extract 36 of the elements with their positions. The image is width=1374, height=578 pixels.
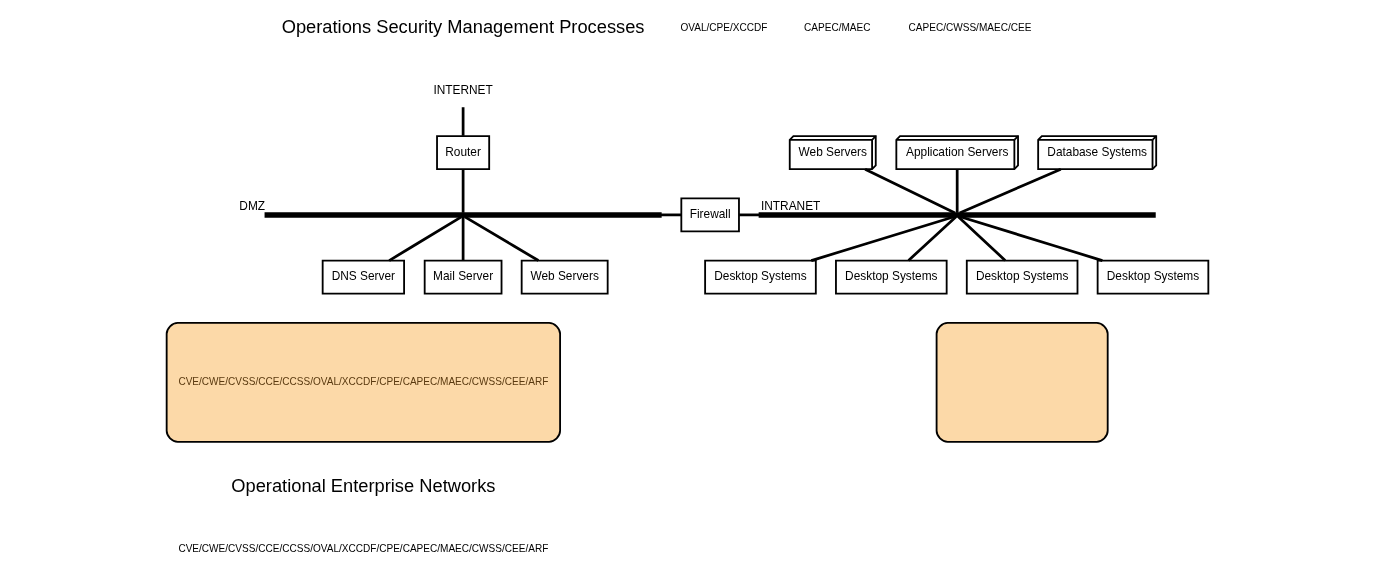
- label: Operational Enterprise Networks: [230, 475, 495, 497]
- label: Operations Security Management Processes: [281, 15, 644, 37]
- node-box: Desktop Systems: [703, 259, 817, 295]
- node-box: Desktop Systems: [965, 259, 1078, 295]
- node-box: Desktop Systems: [1096, 259, 1209, 295]
- node-box: Web Servers: [520, 259, 609, 295]
- node-box: Router: [435, 135, 490, 171]
- node-box: Firewall: [679, 197, 740, 233]
- label: CAPEC/CWSS/MAEC/CEE: [908, 21, 1031, 33]
- connector: [955, 169, 959, 213]
- connector: [907, 215, 957, 262]
- connector: [959, 215, 1103, 262]
- node-bar: [264, 212, 662, 218]
- node-box: CVE/CWE/CVSS/CCE/CCSS/OVAL/XCCDF/CPE/CAPEC/MAEC/CWSS/CEE/ARF: [165, 321, 561, 443]
- label: OVAL/CPE/XCCDF: [679, 21, 767, 33]
- connector: [461, 169, 464, 213]
- connector: [956, 215, 1006, 262]
- label: CVE/CWE/CVSS/CCE/CCSS/OVAL/XCCDF/CPE/CAPEC/MAEC/CWSS/CEE/ARF: [177, 543, 548, 555]
- connector: [864, 168, 956, 215]
- connector: [810, 215, 954, 262]
- node-box: [935, 321, 1109, 443]
- node-text: INTERNET: [432, 82, 493, 97]
- node-box: Mail Server: [423, 259, 502, 295]
- connector: [463, 215, 539, 262]
- connector: [461, 216, 464, 261]
- connector: [958, 168, 1061, 215]
- connector: [388, 215, 462, 262]
- node-bar: [758, 212, 1156, 218]
- connector: [738, 213, 760, 217]
- node-box: DNS Server: [321, 259, 405, 295]
- node-label: DMZ: [238, 198, 265, 213]
- node-label: INTRANET: [760, 198, 820, 213]
- connector: [660, 213, 681, 217]
- connector: [461, 107, 464, 136]
- label: CAPEC/MAEC: [803, 21, 871, 33]
- node-box: Desktop Systems: [834, 259, 948, 295]
